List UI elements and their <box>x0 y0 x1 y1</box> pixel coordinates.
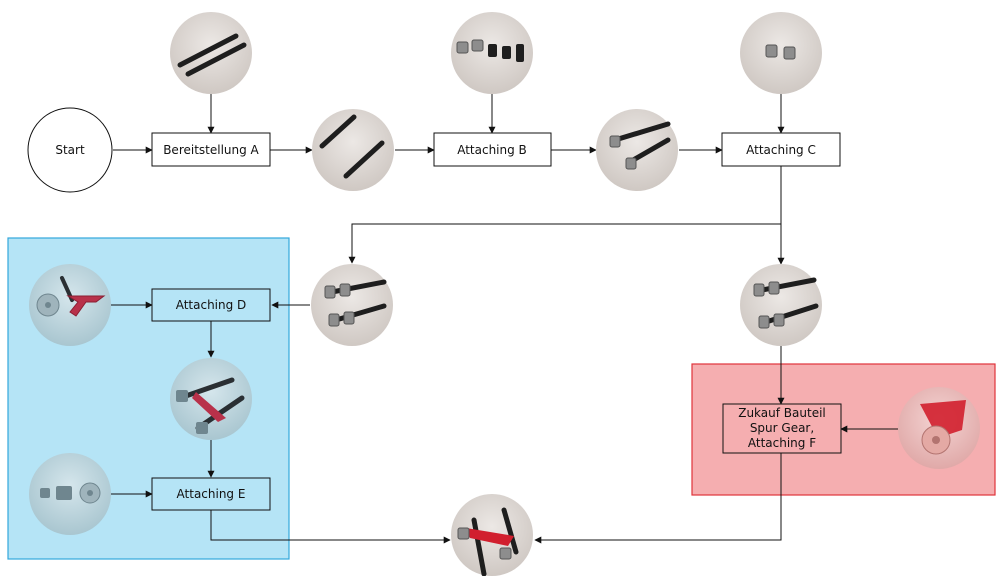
d-subassembly-icon <box>170 358 252 440</box>
step-b-label: Attaching B <box>457 143 527 157</box>
bushings-icon <box>451 12 533 94</box>
edge-c-to-left-photo <box>352 224 781 263</box>
axle-bushing-assembly-icon <box>596 109 678 191</box>
gear-and-bushing-icon <box>29 453 111 535</box>
step-e-label: Attaching E <box>177 487 246 501</box>
axle-double-bushing-icon-left <box>311 264 393 346</box>
small-bushings-icon <box>740 12 822 94</box>
step-f-line-1: Zukauf Bauteil <box>738 406 826 420</box>
final-assembly-icon <box>451 494 533 576</box>
connector-set-icon <box>29 264 111 346</box>
step-d-label: Attaching D <box>176 298 247 312</box>
axle-double-bushing-icon-right <box>740 264 822 346</box>
axle-pair-separated-icon <box>312 109 394 191</box>
start-label: Start <box>55 143 85 157</box>
step-c-label: Attaching C <box>746 143 816 157</box>
step-f-line-3: Attaching F <box>748 436 816 450</box>
spur-gear-icon <box>898 387 980 469</box>
step-f-line-2: Spur Gear, <box>750 421 814 435</box>
step-a-label: Bereitstellung A <box>163 143 259 157</box>
axle-pair-icon <box>170 12 252 94</box>
